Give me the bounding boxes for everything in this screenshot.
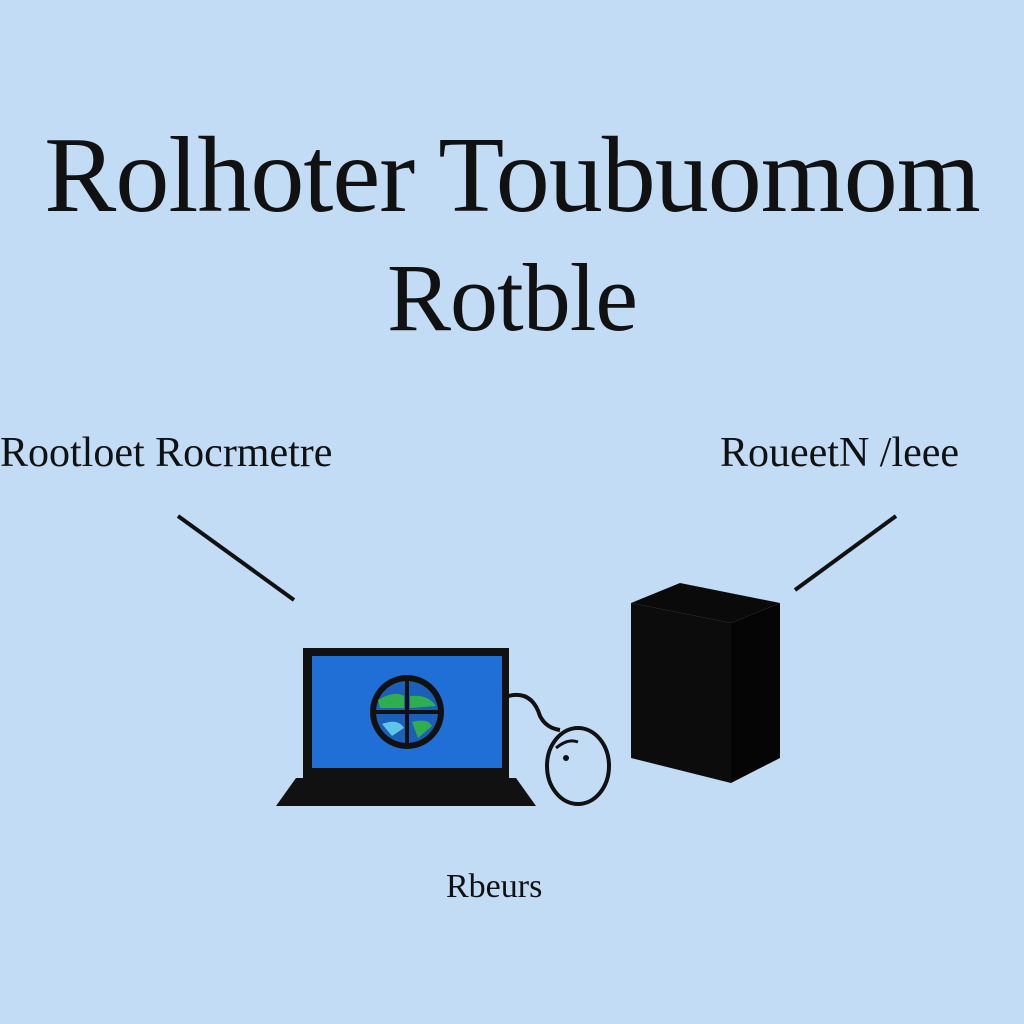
mouse-body (545, 726, 611, 806)
connector-line-right (793, 514, 898, 592)
title-line-2: Rotble (387, 250, 638, 346)
mouse-icon (507, 693, 611, 806)
tower-top (631, 583, 780, 623)
globe-icon (370, 675, 444, 749)
mouse-wheel (563, 755, 569, 761)
tower-front (631, 603, 731, 783)
laptop-base (276, 778, 536, 806)
laptop-icon (276, 648, 536, 806)
label-bottom: Rbeurs (446, 868, 543, 905)
computer-tower-icon (631, 583, 780, 783)
mouse-button-line (555, 739, 579, 750)
title-line-1: Rolhoter Toubuomom (44, 122, 980, 230)
tower-side (731, 603, 780, 783)
label-left: Rootloet Rocrmetre (0, 430, 333, 476)
connector-line-left (176, 514, 296, 602)
label-right: RoueetN /leee (720, 430, 960, 476)
mouse-cable (507, 693, 561, 732)
